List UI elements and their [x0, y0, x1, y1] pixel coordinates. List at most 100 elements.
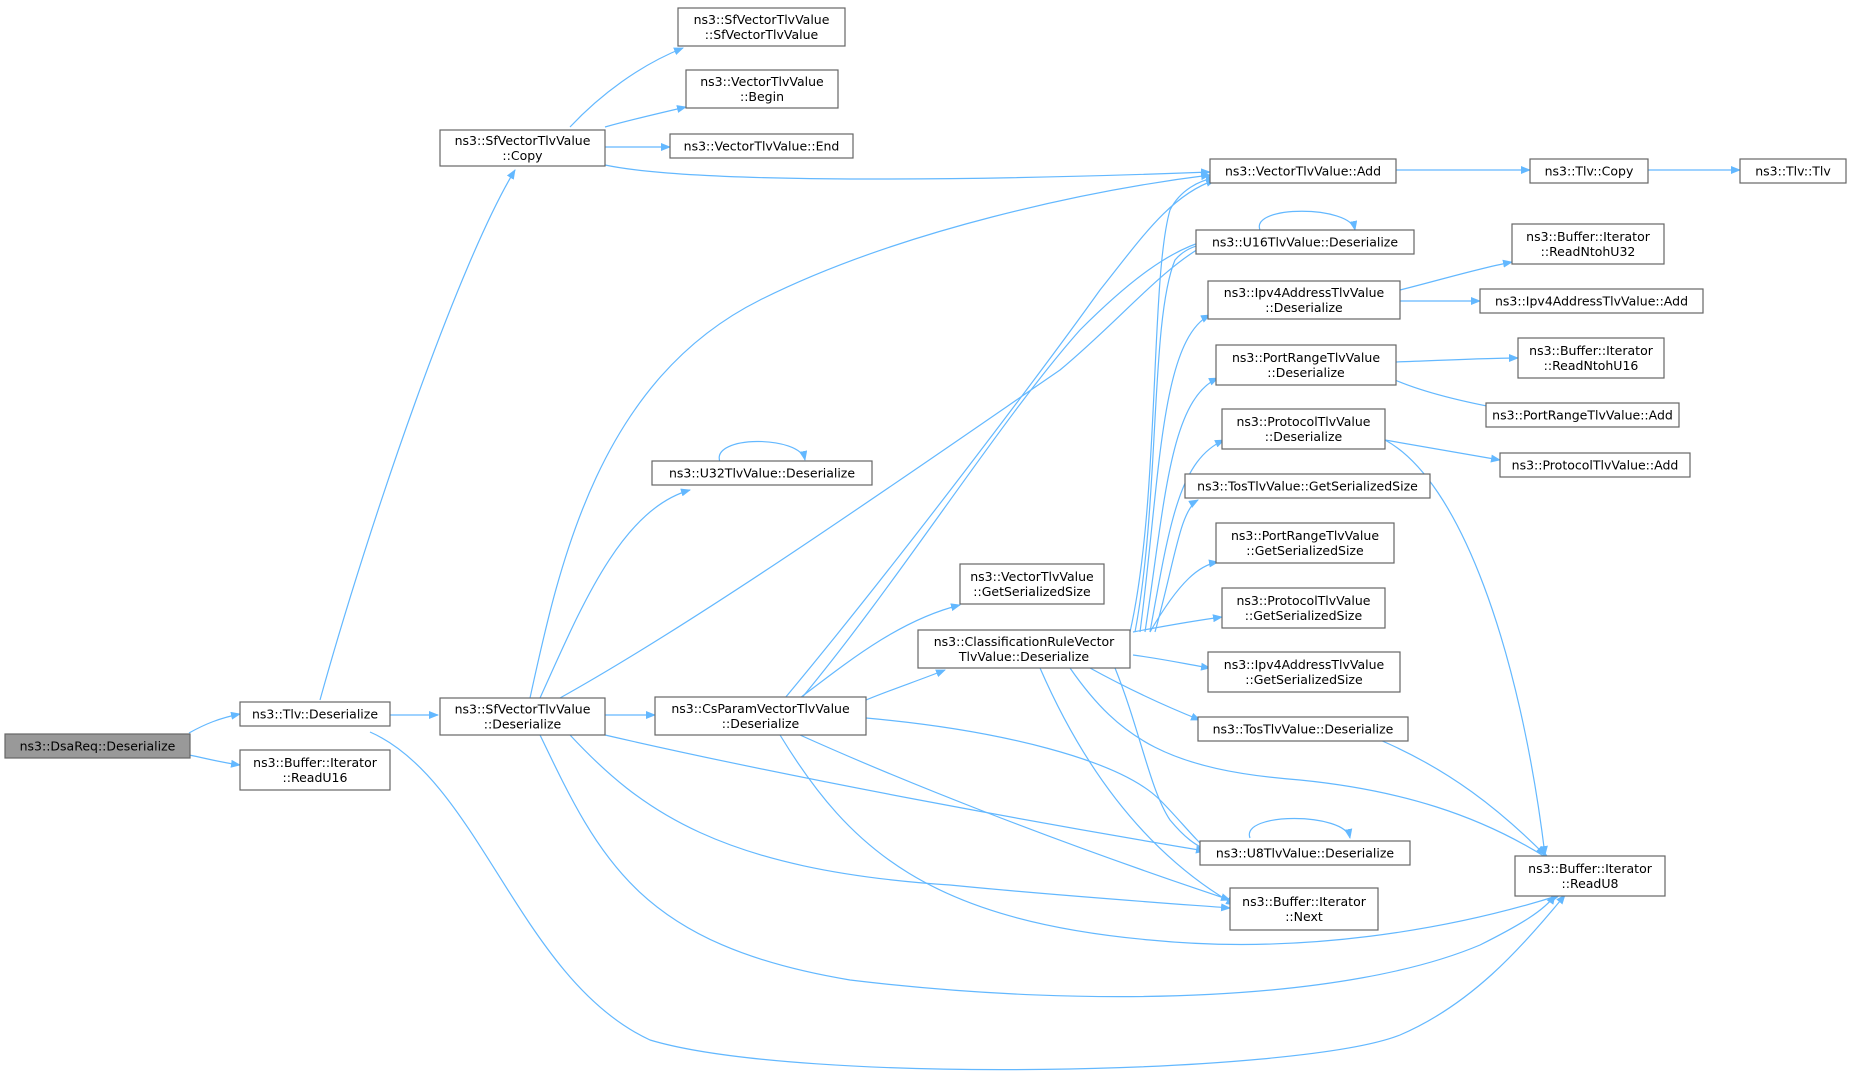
node-protocol-deserialize[interactable]: ns3::ProtocolTlvValue::Deserialize	[1221, 408, 1386, 450]
node-label-line: ns3::Ipv4AddressTlvValue::Add	[1495, 294, 1688, 309]
node-label-line: ns3::PortRangeTlvValue	[1231, 528, 1379, 543]
edge-cr-next	[1039, 667, 1236, 906]
node-label-line: ns3::Tlv::Deserialize	[252, 707, 378, 722]
node-label-line: ::Deserialize	[722, 716, 800, 731]
edge-u16-self	[1258, 210, 1358, 231]
node-ipv4-add[interactable]: ns3::Ipv4AddressTlvValue::Add	[1479, 288, 1704, 314]
node-portrange-getsize[interactable]: ns3::PortRangeTlvValue::GetSerializedSiz…	[1215, 522, 1395, 564]
node-vec-getsize[interactable]: ns3::VectorTlvValue::GetSerializedSize	[959, 563, 1105, 605]
node-label-line: ns3::U32TlvValue::Deserialize	[669, 466, 855, 481]
node-sfvec-copy[interactable]: ns3::SfVectorTlvValue::Copy	[439, 129, 606, 167]
edge-port-readntohu16	[1394, 354, 1519, 363]
edge-proto-readu8	[1384, 439, 1548, 856]
edge-cr-tosdes	[1089, 667, 1201, 721]
node-portrange-add[interactable]: ns3::PortRangeTlvValue::Add	[1485, 402, 1680, 428]
edge-tlv-sfvec-copy	[319, 169, 516, 701]
node-label-line: ns3::Ipv4AddressTlvValue	[1224, 285, 1385, 300]
edge-u8-self	[1249, 818, 1353, 839]
node-box	[1739, 158, 1847, 184]
edge-cs-vecadd	[784, 179, 1216, 699]
edge-cs-u8	[865, 717, 1211, 853]
node-box	[1514, 855, 1666, 897]
node-box	[677, 7, 846, 47]
node-box	[1209, 158, 1397, 184]
node-box	[959, 563, 1105, 605]
edge-sfdes-next	[569, 734, 1231, 912]
node-dsareq-deserialize[interactable]: ns3::DsaReq::Deserialize	[4, 733, 191, 759]
node-label-line: ns3::CsParamVectorTlvValue	[671, 701, 850, 716]
edge-dsareq-readu16	[188, 754, 241, 768]
node-ipv4-deserialize[interactable]: ns3::Ipv4AddressTlvValue::Deserialize	[1207, 280, 1401, 320]
node-u16-deserialize[interactable]: ns3::U16TlvValue::Deserialize	[1195, 229, 1415, 255]
node-box	[239, 749, 391, 791]
node-label-line: ns3::U8TlvValue::Deserialize	[1216, 846, 1394, 861]
node-label-line: ns3::Buffer::Iterator	[1529, 343, 1654, 358]
node-buffer-next[interactable]: ns3::Buffer::Iterator::Next	[1229, 887, 1379, 931]
node-label-line: ns3::Buffer::Iterator	[1242, 894, 1367, 909]
node-label-line: ::Deserialize	[484, 717, 562, 732]
node-label-line: ::ReadNtohU16	[1544, 358, 1639, 373]
node-label-line: ::ReadNtohU32	[1541, 244, 1636, 259]
edge-cr-ipv4getsize	[1132, 654, 1211, 671]
node-protocol-getsize[interactable]: ns3::ProtocolTlvValue::GetSerializedSize	[1221, 587, 1386, 629]
node-portrange-deserialize[interactable]: ns3::PortRangeTlvValue::Deserialize	[1215, 344, 1397, 386]
node-box	[1529, 158, 1649, 184]
node-box	[1215, 344, 1397, 386]
edge-copy-ctor	[569, 47, 684, 128]
node-label-line: ns3::VectorTlvValue	[970, 569, 1094, 584]
node-label-line: ::GetSerializedSize	[1246, 543, 1364, 558]
node-buffer-readntohu16[interactable]: ns3::Buffer::Iterator::ReadNtohU16	[1517, 337, 1665, 379]
node-sfvec-ctor[interactable]: ns3::SfVectorTlvValue::SfVectorTlvValue	[677, 7, 846, 47]
node-buffer-readntohu32[interactable]: ns3::Buffer::Iterator::ReadNtohU32	[1511, 223, 1665, 265]
node-box	[1499, 452, 1691, 478]
node-tlv-tlv[interactable]: ns3::Tlv::Tlv	[1739, 158, 1847, 184]
node-label-line: ns3::Buffer::Iterator	[1528, 861, 1653, 876]
node-vec-end[interactable]: ns3::VectorTlvValue::End	[669, 133, 854, 159]
node-label-line: ::Deserialize	[1265, 429, 1343, 444]
node-label-line: ::GetSerializedSize	[973, 584, 1091, 599]
node-label-line: ns3::ProtocolTlvValue	[1236, 414, 1370, 429]
node-box	[1479, 288, 1704, 314]
node-vec-begin[interactable]: ns3::VectorTlvValue::Begin	[685, 69, 839, 109]
node-box	[651, 460, 873, 486]
node-label-line: ::Copy	[502, 148, 543, 163]
node-protocol-add[interactable]: ns3::ProtocolTlvValue::Add	[1499, 452, 1691, 478]
node-tos-deserialize[interactable]: ns3::TosTlvValue::Deserialize	[1197, 716, 1409, 742]
edge-cs-next	[799, 734, 1231, 901]
node-box	[917, 629, 1131, 669]
node-label-line: ns3::SfVectorTlvValue	[694, 12, 830, 27]
node-u32-deserialize[interactable]: ns3::U32TlvValue::Deserialize	[651, 460, 873, 486]
node-csparam-deserialize[interactable]: ns3::CsParamVectorTlvValue::Deserialize	[654, 696, 867, 736]
node-sfvec-deserialize[interactable]: ns3::SfVectorTlvValue::Deserialize	[439, 697, 606, 736]
node-box	[439, 697, 606, 736]
edge-cr-portdes	[1144, 377, 1219, 633]
node-tlv-deserialize[interactable]: ns3::Tlv::Deserialize	[239, 701, 391, 727]
node-buffer-readu16[interactable]: ns3::Buffer::Iterator::ReadU16	[239, 749, 391, 791]
node-label-line: ns3::TosTlvValue::Deserialize	[1213, 722, 1394, 737]
node-label-line: ::GetSerializedSize	[1245, 672, 1363, 687]
node-label-line: ns3::VectorTlvValue::End	[684, 139, 840, 154]
node-classrule-deserialize[interactable]: ns3::ClassificationRuleVectorTlvValue::D…	[917, 629, 1131, 669]
node-label-line: ::Deserialize	[1267, 365, 1345, 380]
node-box	[1517, 337, 1665, 379]
node-label-line: ns3::Buffer::Iterator	[1526, 229, 1651, 244]
edge-sfdes-u8	[604, 734, 1206, 854]
edge-proto-add	[1384, 439, 1501, 463]
node-label-line: ns3::Tlv::Copy	[1545, 164, 1634, 179]
node-ipv4-getsize[interactable]: ns3::Ipv4AddressTlvValue::GetSerializedS…	[1207, 651, 1401, 693]
node-u8-deserialize[interactable]: ns3::U8TlvValue::Deserialize	[1199, 840, 1411, 866]
node-vec-add[interactable]: ns3::VectorTlvValue::Add	[1209, 158, 1397, 184]
edge-cs-classrule	[865, 669, 946, 701]
edge-cr-portgetsize	[1149, 559, 1219, 633]
node-box	[1184, 473, 1431, 499]
edge-cr-protodes	[1149, 439, 1225, 633]
node-tlv-copy[interactable]: ns3::Tlv::Copy	[1529, 158, 1649, 184]
node-box	[669, 133, 854, 159]
node-buffer-readu8[interactable]: ns3::Buffer::Iterator::ReadU8	[1514, 855, 1666, 897]
node-label-line: ns3::VectorTlvValue::Add	[1225, 164, 1381, 179]
node-box	[654, 696, 867, 736]
node-label-line: ns3::PortRangeTlvValue::Add	[1492, 408, 1673, 423]
node-box	[1207, 651, 1401, 693]
node-tos-getsize[interactable]: ns3::TosTlvValue::GetSerializedSize	[1184, 473, 1431, 499]
